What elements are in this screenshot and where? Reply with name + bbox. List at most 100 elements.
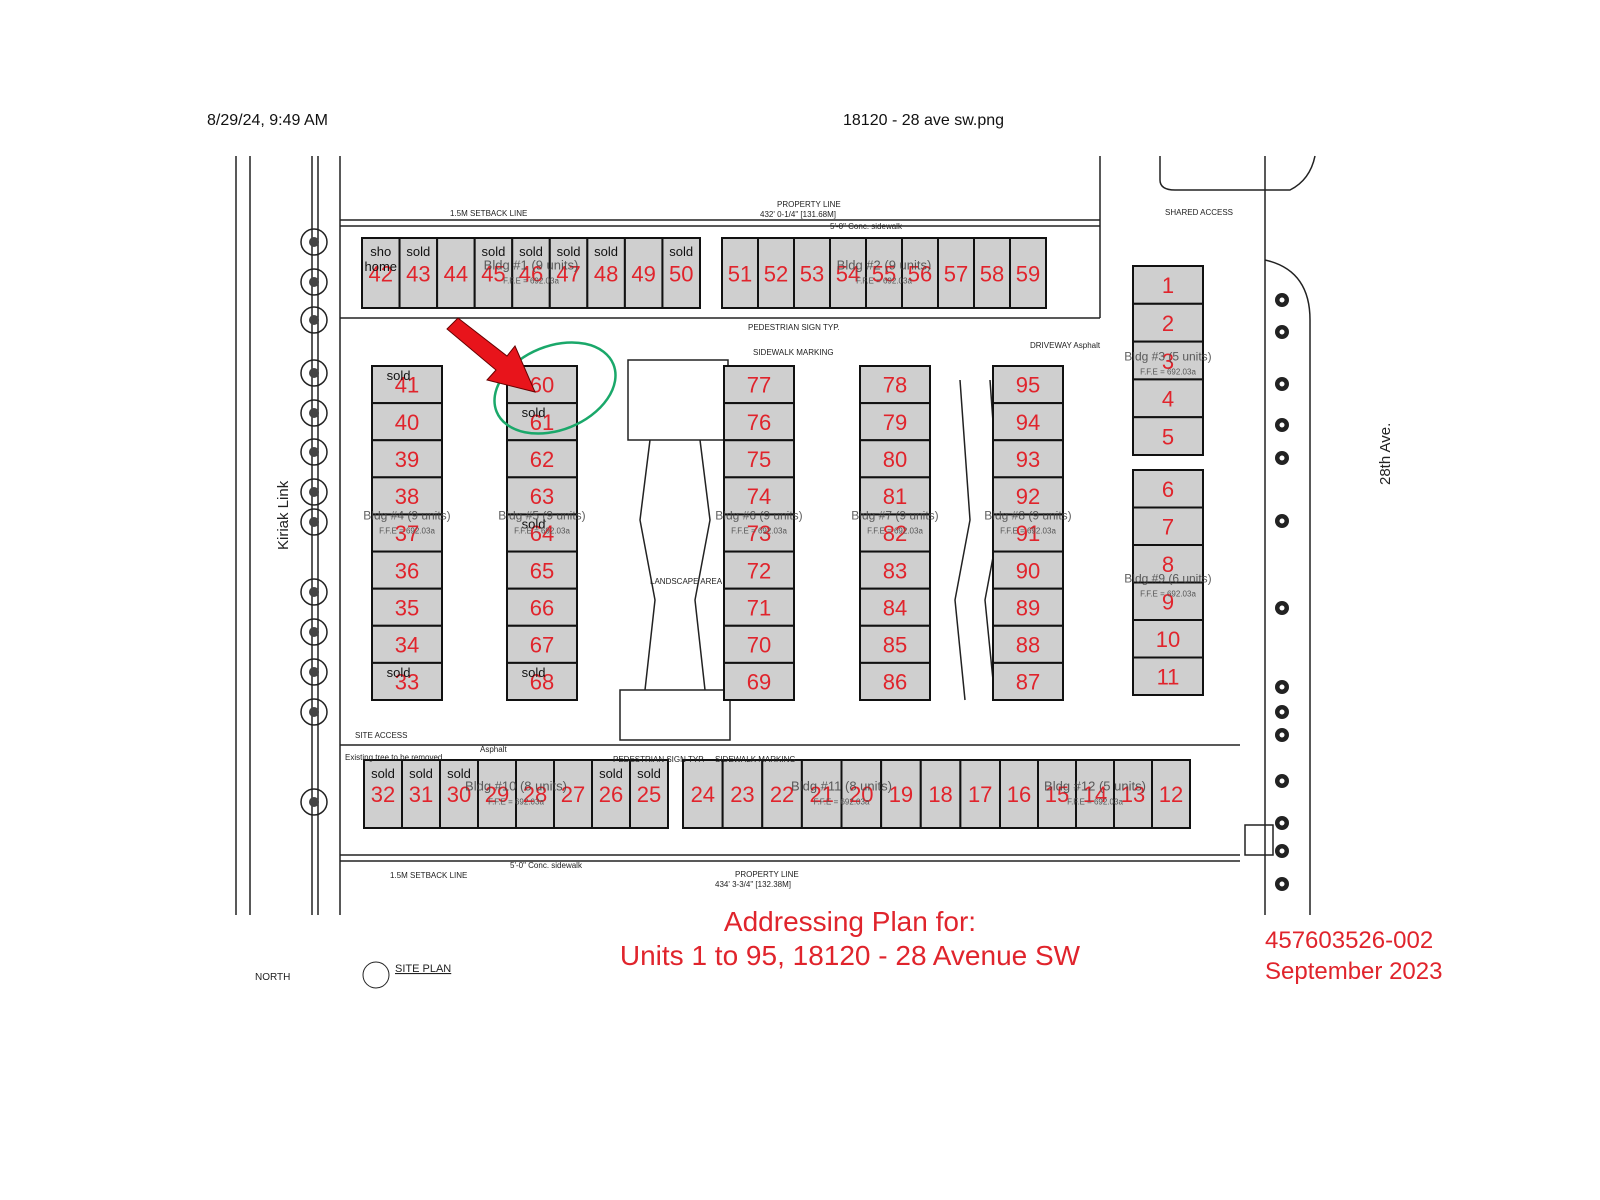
unit-40[interactable]: 40	[371, 402, 443, 442]
unit-17[interactable]: 17	[959, 759, 1001, 829]
unit-12[interactable]: 12	[1151, 759, 1191, 829]
unit-55[interactable]: 55	[865, 237, 903, 309]
unit-87[interactable]: 87	[992, 661, 1064, 702]
unit-29[interactable]: 29	[477, 759, 517, 829]
unit-2[interactable]: 2	[1132, 302, 1204, 343]
unit-94[interactable]: 94	[992, 402, 1064, 442]
unit-outline	[919, 759, 962, 829]
unit-90[interactable]: 90	[992, 550, 1064, 590]
unit-89[interactable]: 89	[992, 587, 1064, 627]
unit-9[interactable]: 9	[1132, 581, 1204, 621]
unit-19[interactable]: 19	[880, 759, 922, 829]
unit-23[interactable]: 23	[721, 759, 764, 829]
unit-28[interactable]: 28	[515, 759, 555, 829]
unit-63[interactable]: 63	[506, 476, 578, 516]
unit-52[interactable]: 52	[757, 237, 795, 309]
unit-76[interactable]: 76	[723, 402, 795, 442]
unit-69[interactable]: 69	[723, 661, 795, 702]
unit-22[interactable]: 22	[761, 759, 803, 829]
unit-66[interactable]: 66	[506, 587, 578, 627]
unit-86[interactable]: 86	[859, 661, 931, 702]
unit-10[interactable]: 10	[1132, 619, 1204, 659]
property-line-dim: 432' 0-1/4" [131.68M]	[760, 210, 836, 219]
unit-34[interactable]: 34	[371, 624, 443, 664]
pedestrian-sign-label: PEDESTRIAN SIGN TYP.	[748, 323, 840, 332]
unit-11[interactable]: 11	[1132, 656, 1204, 696]
unit-57[interactable]: 57	[937, 237, 975, 309]
unit-15[interactable]: 15	[1037, 759, 1077, 829]
unit-number: 90	[1016, 558, 1040, 583]
unit-4[interactable]: 4	[1132, 378, 1204, 419]
unit-91[interactable]: 91	[992, 513, 1064, 553]
unit-20[interactable]: 20	[840, 759, 883, 829]
unit-93[interactable]: 93	[992, 439, 1064, 479]
tree-icon	[300, 618, 328, 646]
unit-88[interactable]: 88	[992, 624, 1064, 664]
unit-59[interactable]: 59	[1009, 237, 1047, 309]
unit-92[interactable]: 92	[992, 476, 1064, 516]
unit-14[interactable]: 14	[1075, 759, 1115, 829]
unit-56[interactable]: 56	[901, 237, 939, 309]
unit-58[interactable]: 58	[973, 237, 1011, 309]
unit-75[interactable]: 75	[723, 439, 795, 479]
unit-8[interactable]: 8	[1132, 544, 1204, 584]
unit-84[interactable]: 84	[859, 587, 931, 627]
tree-trunk-icon	[309, 315, 319, 325]
unit-49[interactable]: 49	[623, 237, 664, 309]
unit-53[interactable]: 53	[793, 237, 831, 309]
sidewalk-label-bottom: 5'-0" Conc. sidewalk	[510, 861, 583, 870]
unit-37[interactable]: 37	[371, 513, 443, 553]
unit-62[interactable]: 62	[506, 439, 578, 479]
unit-27[interactable]: 27	[553, 759, 593, 829]
unit-78[interactable]: 78	[859, 365, 931, 405]
unit-72[interactable]: 72	[723, 550, 795, 590]
unit-67[interactable]: 67	[506, 624, 578, 664]
unit-13[interactable]: 13	[1113, 759, 1153, 829]
unit-7[interactable]: 7	[1132, 506, 1204, 546]
unit-16[interactable]: 16	[999, 759, 1039, 829]
unit-36[interactable]: 36	[371, 550, 443, 590]
unit-77[interactable]: 77	[723, 365, 795, 405]
building-ffe: F.F.E = 692.03a	[1067, 798, 1123, 807]
unit-80[interactable]: 80	[859, 439, 931, 479]
unit-18[interactable]: 18	[919, 759, 962, 829]
unit-82[interactable]: 82	[859, 513, 931, 553]
unit-70[interactable]: 70	[723, 624, 795, 664]
unit-21[interactable]: 21	[800, 759, 843, 829]
unit-1[interactable]: 1	[1132, 265, 1204, 305]
unit-85[interactable]: 85	[859, 624, 931, 664]
unit-73[interactable]: 73	[723, 513, 795, 553]
unit-24[interactable]: 24	[682, 759, 724, 829]
unit-38[interactable]: 38	[371, 476, 443, 516]
unit-51[interactable]: 51	[721, 237, 759, 309]
file-name: 18120 - 28 ave sw.png	[843, 112, 1005, 129]
unit-65[interactable]: 65	[506, 550, 578, 590]
unit-39[interactable]: 39	[371, 439, 443, 479]
unit-6[interactable]: 6	[1132, 469, 1204, 509]
unit-54[interactable]: 54	[829, 237, 867, 309]
unit-35[interactable]: 35	[371, 587, 443, 627]
unit-74[interactable]: 74	[723, 476, 795, 516]
unit-79[interactable]: 79	[859, 402, 931, 442]
unit-5[interactable]: 5	[1132, 416, 1204, 457]
unit-95[interactable]: 95	[992, 365, 1064, 405]
unit-83[interactable]: 83	[859, 550, 931, 590]
unit-71[interactable]: 71	[723, 587, 795, 627]
unit-44[interactable]: 44	[436, 237, 476, 309]
